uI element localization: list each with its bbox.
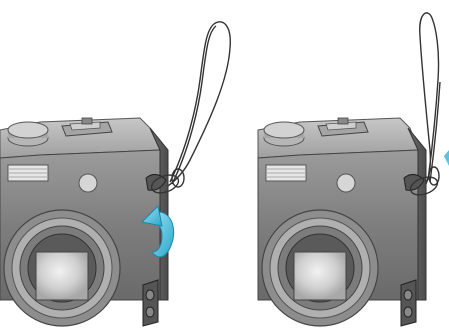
mode-dial <box>264 122 304 146</box>
af-sensor <box>79 174 97 192</box>
panel-right-camera <box>258 118 426 326</box>
terminal-cover <box>401 280 416 326</box>
lens <box>262 210 378 326</box>
af-sensor <box>337 174 355 192</box>
mode-dial <box>8 122 48 146</box>
lens <box>4 210 120 326</box>
terminal-cover <box>143 280 158 326</box>
flash-window <box>266 165 306 181</box>
strap-accent-icon <box>444 150 449 166</box>
flash-window <box>8 165 48 181</box>
